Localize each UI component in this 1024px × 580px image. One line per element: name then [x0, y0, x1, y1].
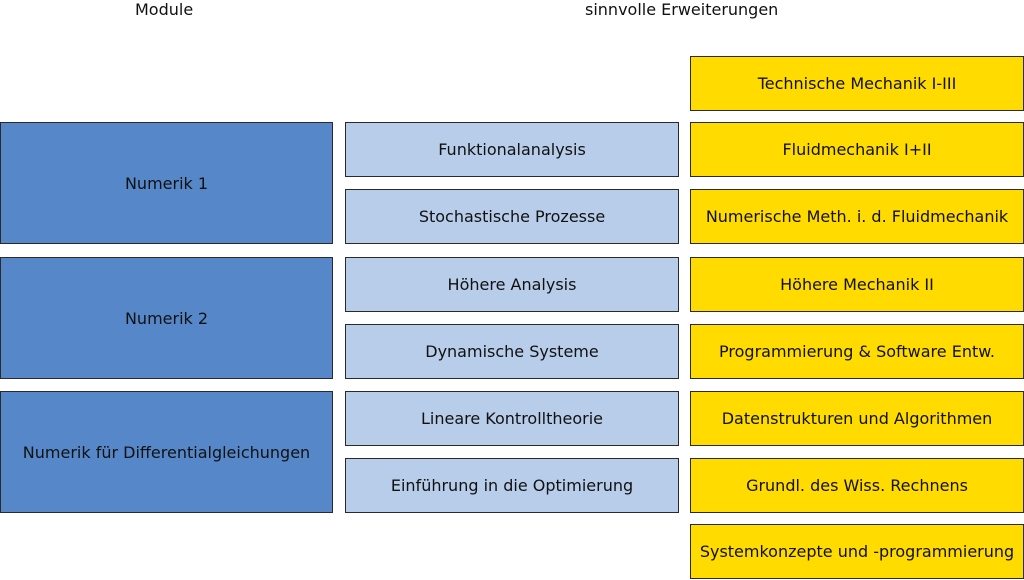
topic-box: Lineare Kontrolltheorie	[345, 391, 679, 446]
header-extensions: sinnvolle Erweiterungen	[585, 0, 779, 19]
extension-box: Grundl. des Wiss. Rechnens	[690, 458, 1024, 513]
extension-box: Numerische Meth. i. d. Fluidmechanik	[690, 189, 1024, 244]
module-box-numerik-dgl: Numerik für Differentialgleichungen	[0, 391, 333, 513]
header-modules: Module	[135, 0, 194, 19]
extension-box: Fluidmechanik I+II	[690, 122, 1024, 177]
module-box-numerik-1: Numerik 1	[0, 122, 333, 244]
extension-box: Systemkonzepte und -programmierung	[690, 524, 1024, 579]
topic-box: Funktionalanalysis	[345, 122, 679, 177]
topic-box: Stochastische Prozesse	[345, 189, 679, 244]
module-box-numerik-2: Numerik 2	[0, 257, 333, 379]
extension-box: Technische Mechanik I-III	[690, 56, 1024, 111]
topic-box: Höhere Analysis	[345, 257, 679, 312]
extension-box: Datenstrukturen und Algorithmen	[690, 391, 1024, 446]
extension-box: Höhere Mechanik II	[690, 257, 1024, 312]
topic-box: Dynamische Systeme	[345, 324, 679, 379]
topic-box: Einführung in die Optimierung	[345, 458, 679, 513]
extension-box: Programmierung & Software Entw.	[690, 324, 1024, 379]
